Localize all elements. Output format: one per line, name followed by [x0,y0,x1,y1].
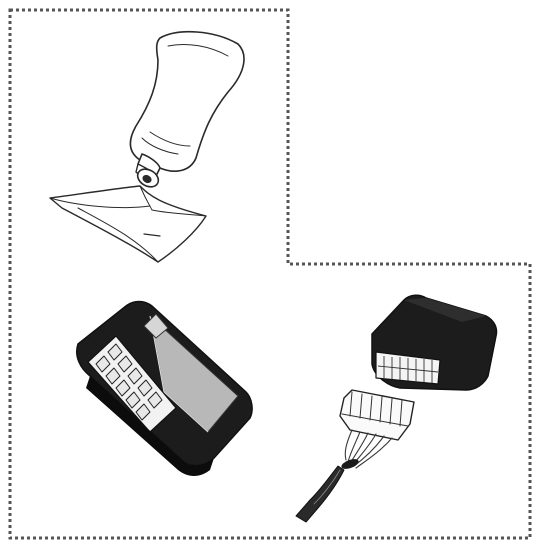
obd-module-icon [77,302,252,477]
dotted-frame [10,10,530,538]
obd-module-rear-icon [372,295,497,390]
cleaner-bottle-icon [130,32,244,191]
wire-harness-plug-icon [296,390,414,522]
cloth-icon [50,186,206,262]
